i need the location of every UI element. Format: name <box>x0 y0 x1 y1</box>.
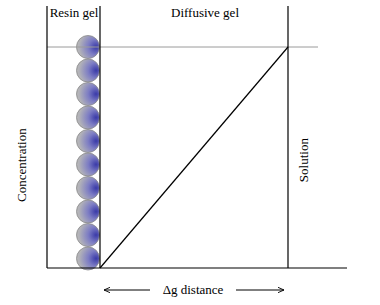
resin-bead <box>77 200 100 223</box>
resin-bead <box>77 153 100 176</box>
distance-arrow-left <box>104 290 150 291</box>
resin-bead <box>77 177 100 200</box>
axis-label: Δg distance <box>162 283 225 297</box>
gradient-line <box>100 47 288 268</box>
resin-beads <box>77 36 100 271</box>
axis-label: Concentration <box>15 127 29 203</box>
solution-boundary <box>287 6 288 268</box>
resin-bead <box>77 224 100 247</box>
resin-bead <box>77 247 100 270</box>
region-label: Resin gel <box>49 6 100 20</box>
region-label: Diffusive gel <box>170 6 240 20</box>
y-axis <box>46 6 47 268</box>
resin-bead <box>77 106 100 129</box>
distance-arrow-right <box>236 290 284 291</box>
x-axis <box>47 267 347 268</box>
resin-bead <box>77 59 100 82</box>
region-label: Solution <box>297 137 311 183</box>
resin-bead <box>77 130 100 153</box>
resin-bead <box>77 83 100 106</box>
bulk-level-line <box>47 47 318 48</box>
resin-boundary <box>99 6 100 268</box>
